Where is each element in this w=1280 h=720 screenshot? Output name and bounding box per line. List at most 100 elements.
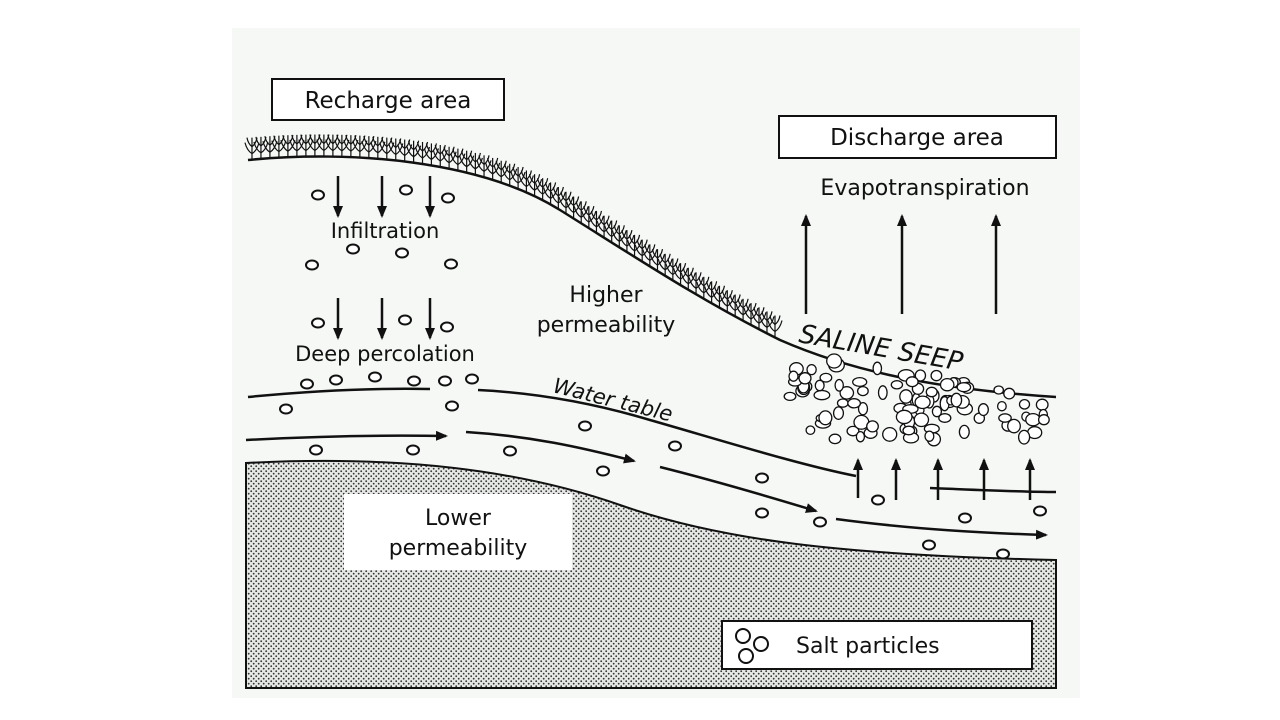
salt-particle: [407, 375, 421, 387]
deep-percolation-label: Deep percolation: [295, 342, 475, 366]
discharge-area-label: Discharge area: [830, 125, 1004, 151]
salt-particle: [914, 369, 927, 382]
salt-particle: [300, 378, 314, 390]
flow-arrow: [659, 465, 818, 513]
crop-plant: [626, 234, 643, 257]
salt-particle: [939, 377, 955, 392]
flow-arrow: [465, 430, 636, 464]
crop-plant: [680, 267, 696, 290]
crop-plant: [535, 178, 551, 201]
salt-particle: [1037, 414, 1050, 426]
crop-plant: [743, 302, 759, 326]
crop-plant: [611, 225, 627, 248]
salt-particle: [813, 389, 831, 401]
crop-plant: [502, 163, 518, 186]
crop-row: [244, 134, 783, 338]
crop-plant: [588, 210, 605, 233]
salt-particle: [1018, 398, 1031, 410]
recharge-area-box: [271, 78, 505, 121]
crop-plant: [735, 298, 751, 321]
crop-plant: [459, 150, 475, 173]
salt-particle: [852, 376, 868, 388]
saline-seep-salt-cluster: [783, 353, 1050, 447]
salt-particle: [438, 375, 452, 387]
water-table-line: [247, 387, 1057, 494]
salt-particle: [847, 398, 862, 409]
salt-particle: [368, 371, 382, 383]
salt-particle: [1033, 505, 1047, 517]
salt-particle: [406, 444, 420, 456]
crop-plant: [672, 263, 689, 286]
salt-particle: [813, 516, 827, 528]
salt-particle-legend-icon: [735, 628, 769, 664]
crop-plant: [581, 206, 597, 229]
salt-particle: [668, 440, 682, 452]
salt-particle: [395, 247, 409, 259]
crop-plant: [253, 136, 269, 159]
salt-particle: [846, 425, 860, 437]
crop-plant: [711, 285, 728, 308]
salt-particle: [806, 363, 817, 376]
crop-plant: [688, 272, 704, 295]
salt-particles-legend-label: Salt particles: [796, 634, 940, 659]
crop-plant: [550, 186, 566, 209]
salt-particle: [977, 403, 989, 417]
crop-plant: [767, 315, 783, 338]
crop-plant: [476, 155, 492, 178]
crop-plant: [759, 311, 775, 334]
salt-particle: [311, 189, 325, 201]
higher-permeability-label-line2: permeability: [537, 313, 676, 338]
crop-plant: [619, 229, 635, 253]
salt-particle: [578, 420, 592, 432]
crop-plant: [751, 307, 767, 330]
salt-particle: [958, 424, 970, 440]
groundwater-flow-arrows: [245, 430, 1048, 540]
crop-plant: [696, 276, 712, 299]
salt-particle: [440, 321, 454, 333]
salt-particle: [279, 403, 293, 415]
salt-particle: [826, 353, 843, 369]
salt-particle: [805, 425, 816, 436]
deep-percolation-arrows: [333, 298, 435, 340]
crop-plant: [558, 191, 574, 214]
lower-permeability-label-bg: [344, 494, 572, 570]
crop-plant: [441, 146, 457, 169]
salt-particle: [329, 374, 343, 386]
salt-particle: [596, 465, 610, 477]
evapotranspiration-label: Evapotranspiration: [820, 176, 1029, 201]
salt-particle: [922, 539, 936, 551]
salt-particle: [305, 259, 319, 271]
salt-particle: [938, 413, 952, 423]
crop-plant: [604, 220, 620, 243]
salt-particle: [311, 317, 325, 329]
crop-plant: [642, 244, 658, 267]
salt-particle: [993, 385, 1005, 395]
crop-plant: [634, 239, 650, 262]
salt-particle: [925, 386, 938, 398]
crop-plant: [450, 148, 466, 171]
salt-particle: [839, 386, 855, 400]
crop-plant: [485, 157, 501, 180]
salt-particle: [914, 395, 931, 410]
crop-plant: [244, 137, 260, 160]
salt-particle: [783, 391, 797, 402]
crop-plant: [543, 182, 559, 205]
salt-particle: [836, 398, 849, 408]
crop-plant: [657, 253, 673, 276]
crop-plant: [271, 135, 287, 158]
crop-plant: [727, 294, 743, 317]
salt-particle: [346, 243, 360, 255]
salt-particle: [445, 400, 459, 412]
salt-particle: [818, 410, 833, 426]
salt-particle: [798, 372, 812, 385]
salt-particle: [902, 425, 916, 436]
infiltration-arrows: [333, 176, 435, 218]
salt-particle: [828, 433, 842, 445]
upward-discharge-arrows: [853, 458, 1035, 500]
salt-particle: [890, 380, 904, 390]
salt-particle: [930, 369, 943, 382]
crop-plant: [527, 174, 543, 197]
lower-permeability-label-line1: Lower: [425, 506, 492, 531]
crop-plant: [262, 136, 278, 159]
crop-plant: [510, 166, 526, 189]
